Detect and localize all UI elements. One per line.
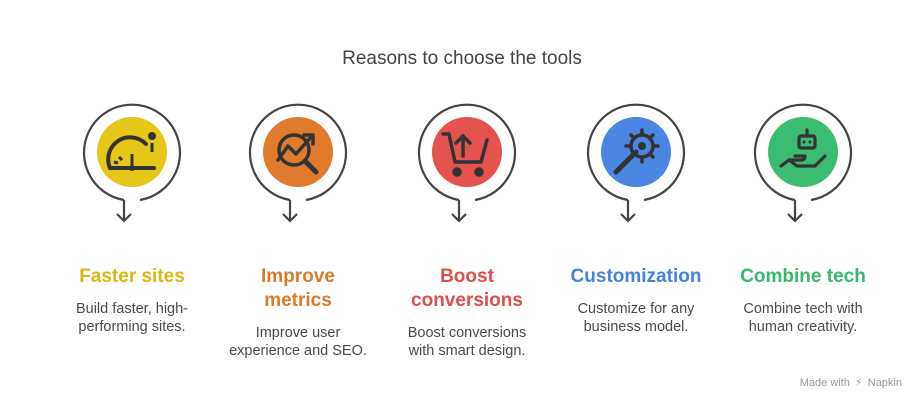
item-ring [417, 103, 517, 223]
item-heading: Improve metrics [261, 266, 335, 311]
item-ring [753, 103, 853, 223]
item-description: Boost conversions with smart design. [407, 325, 527, 359]
item-ring [248, 103, 348, 223]
item-heading: Customization [570, 266, 702, 287]
item-description: Combine tech with human creativity. [743, 301, 863, 335]
made-with-label: Made with [799, 377, 850, 389]
item-heading: Boost conversions [411, 266, 523, 311]
speedometer-icon [106, 132, 156, 171]
wrench-gear-icon [613, 128, 660, 175]
item-ring [82, 103, 182, 223]
item-ring [586, 103, 686, 223]
item-heading: Combine tech [740, 266, 866, 287]
napkin-logo-icon: ⚡ [854, 377, 863, 389]
robot-hand-icon [779, 128, 827, 168]
item-description: Improve user experience and SEO. [229, 325, 367, 359]
item-description: Customize for any business model. [577, 301, 695, 335]
brand-label: Napkin [867, 377, 902, 389]
cart-upload-icon [441, 132, 489, 177]
napkin-watermark[interactable]: Made with ⚡ Napkin [800, 376, 902, 389]
analytics-magnifier-icon [276, 133, 319, 175]
item-heading: Faster sites [79, 266, 185, 287]
item-description: Build faster, high- performing sites. [75, 301, 189, 335]
diagram-title: Reasons to choose the tools [342, 48, 582, 69]
